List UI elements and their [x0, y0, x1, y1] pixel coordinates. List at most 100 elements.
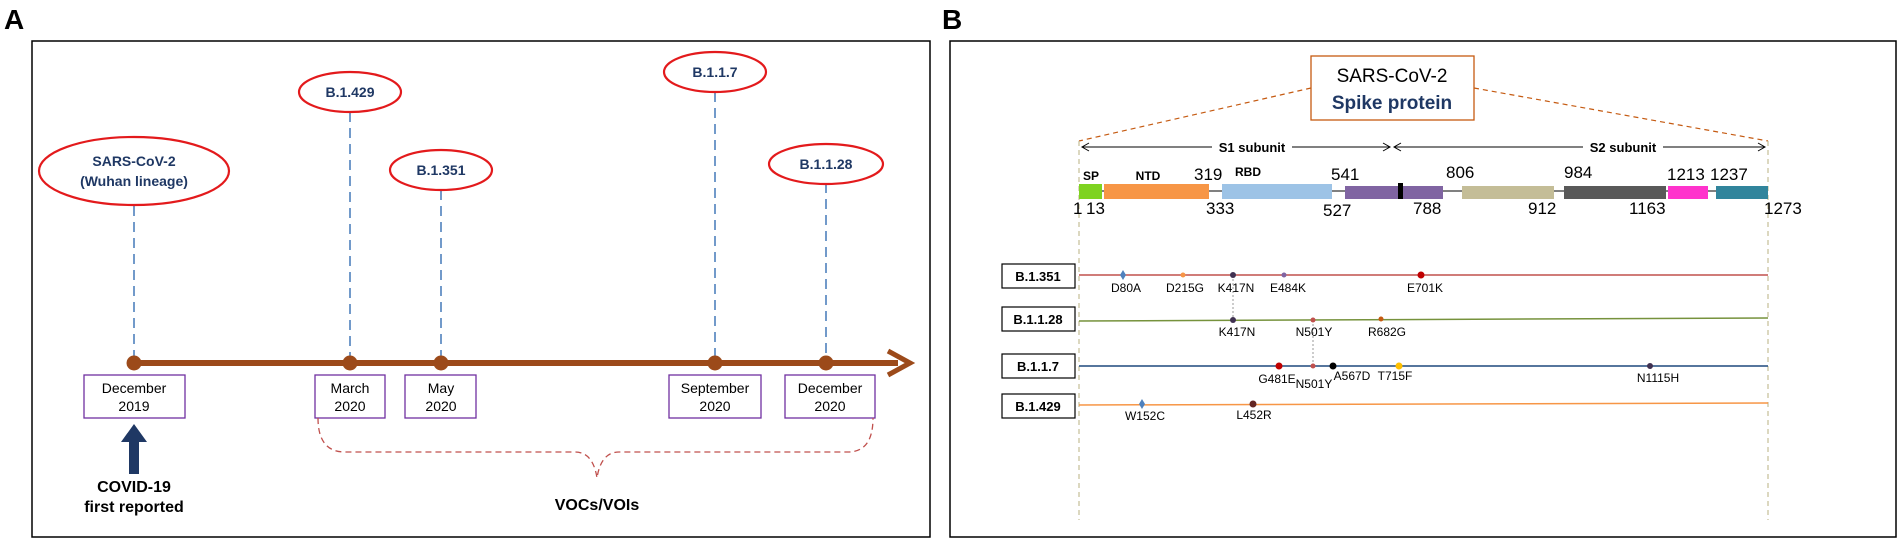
variant-box-b117: [1001, 353, 1076, 379]
mutation-label-b117-0: G481E: [1258, 372, 1295, 386]
date-year-mar2020: 2020: [334, 398, 365, 414]
timeline-arrowhead: [886, 348, 916, 378]
mutation-label-b117-3: T715F: [1378, 369, 1413, 383]
date-box-mar2020: [314, 374, 386, 419]
mutation-label-b1351-3: E484K: [1270, 281, 1306, 295]
vocs-label: VOCs/VOIs: [555, 497, 640, 514]
domain-label-rbd: RBD: [1235, 165, 1261, 179]
mutation-label-b1351-4: E701K: [1407, 281, 1443, 295]
pos-912: 912: [1528, 199, 1556, 218]
mutation-label-b1429-0: W152C: [1125, 409, 1165, 423]
variant-box-b1128: [1001, 306, 1076, 332]
domain-hr1: [1564, 186, 1666, 199]
mutation-marker-d80a: [1120, 270, 1126, 280]
date-month-mar2020: March: [331, 380, 370, 396]
mutation-marker-r682g: [1378, 316, 1384, 322]
pos-1273: 1273: [1764, 199, 1802, 218]
event-name2-wuhan: (Wuhan lineage): [80, 173, 188, 189]
first-reported-line2: first reported: [84, 499, 184, 516]
mutation-label-b117-4: N1115H: [1637, 371, 1679, 385]
variant-name-b1351: B.1.351: [1015, 269, 1061, 284]
date-year-dec2019: 2019: [118, 398, 149, 414]
mutation-marker-n1115h: [1647, 363, 1653, 369]
pos-13: 13: [1086, 199, 1105, 218]
mutation-label-b1429-1: L452R: [1236, 408, 1272, 422]
mutation-marker-e484k: [1281, 272, 1287, 278]
pos-1: 1: [1073, 199, 1082, 218]
mutation-label-b1351-2: K417N: [1218, 281, 1255, 295]
panel-b-frame: [949, 40, 1897, 538]
first-reported-arrow-icon: [121, 424, 147, 474]
spike-title-line2: Spike protein: [1332, 93, 1452, 114]
mutation-marker-d215g: [1180, 272, 1186, 278]
mutation-marker-a567d: [1329, 362, 1337, 370]
mutation-marker-w152c: [1139, 399, 1145, 409]
domain-tm: [1716, 186, 1768, 199]
date-year-dec2020: 2020: [814, 398, 845, 414]
domain-sp: [1079, 184, 1102, 199]
first-reported-line1: COVID-19: [97, 479, 171, 496]
event-name-b1429: B.1.429: [325, 84, 374, 100]
date-month-sep2020: September: [681, 380, 750, 396]
variant-line-b1429: [1078, 402, 1769, 406]
oval-b1128: [767, 142, 885, 186]
pos-527: 527: [1323, 201, 1351, 220]
domain-ntd: [1104, 184, 1209, 199]
date-month-may2020: May: [428, 380, 454, 396]
mutation-label-b1351-0: D80A: [1111, 281, 1141, 295]
pos-1213: 1213: [1667, 165, 1705, 184]
pos-1237: 1237: [1710, 165, 1748, 184]
domain-hr2: [1668, 186, 1708, 199]
mutation-label-b117-1: N501Y: [1296, 377, 1333, 391]
date-box-may2020: [404, 374, 477, 419]
oval-b1429: [297, 70, 403, 114]
timeline-dot-sep2020: [707, 355, 723, 371]
domain-label-sp: SP: [1083, 169, 1099, 183]
vocs-brace: [317, 417, 874, 479]
domain-fp: [1462, 186, 1554, 199]
oval-wuhan: [37, 135, 231, 207]
pos-984: 984: [1564, 163, 1592, 182]
panel-a-label: A: [4, 4, 25, 35]
s2-subunit-label: S2 subunit: [1590, 140, 1657, 155]
zoom-line-right: [1473, 87, 1769, 142]
mutation-label-b117-2: A567D: [1334, 369, 1371, 383]
panel-a-frame: [31, 40, 931, 538]
mutation-markers-b1128: [1230, 316, 1384, 323]
date-box-sep2020: [668, 374, 762, 419]
date-month-dec2020: December: [798, 380, 863, 396]
pos-806: 806: [1446, 163, 1474, 182]
mutation-marker-l452r: [1249, 400, 1257, 408]
event-name-b1351: B.1.351: [416, 162, 465, 178]
variant-name-b1128: B.1.1.28: [1013, 312, 1062, 327]
oval-b117: [662, 50, 768, 94]
panel-b-label: B: [942, 4, 963, 35]
mutation-markers-b1351: [1120, 270, 1425, 280]
timeline-dot-dec2019: [126, 355, 142, 371]
s1-subunit-label: S1 subunit: [1219, 140, 1286, 155]
furin-site: [1398, 183, 1403, 199]
domain-label-ntd: NTD: [1136, 169, 1161, 183]
date-month-dec2019: December: [102, 380, 167, 396]
mutation-label-b1128-1: N501Y: [1296, 325, 1333, 339]
variant-name-b117: B.1.1.7: [1017, 359, 1059, 374]
variant-box-b1351: [1001, 263, 1076, 289]
pos-333: 333: [1206, 199, 1234, 218]
pos-1163: 1163: [1629, 199, 1666, 218]
spike-title-box: [1310, 55, 1475, 121]
mutation-marker-n501y-2: [1310, 363, 1316, 369]
mutation-markers-b1429: [1139, 399, 1257, 409]
mutation-label-b1351-1: D215G: [1166, 281, 1204, 295]
timeline-dot-may2020: [433, 355, 449, 371]
date-box-dec2019: [83, 374, 186, 419]
timeline-dot-mar2020: [342, 355, 358, 371]
mutation-marker-k417n-2: [1230, 317, 1236, 323]
pos-541: 541: [1331, 165, 1359, 184]
mutation-marker-g481e: [1275, 362, 1283, 370]
domain-s1-end: [1345, 186, 1443, 199]
variant-line-b1128: [1078, 317, 1769, 322]
date-year-may2020: 2020: [425, 398, 456, 414]
date-year-sep2020: 2020: [699, 398, 730, 414]
mutation-marker-k417n-1: [1230, 272, 1236, 278]
spike-title-line1: SARS-CoV-2: [1337, 66, 1448, 87]
